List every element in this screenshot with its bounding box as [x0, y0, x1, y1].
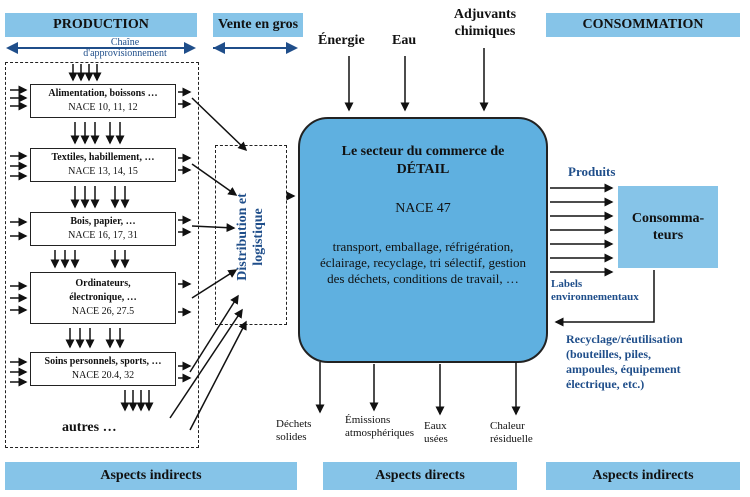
sector-box-textiles: Textiles, habillement, … NACE 13, 14, 15	[30, 148, 176, 182]
indirect-aspects-left-banner: Aspects indirects	[5, 462, 297, 490]
sector-nace: NACE 20.4, 32	[71, 370, 135, 381]
sector-box-electronics: Ordinateurs, électronique, … NACE 26, 27.…	[30, 272, 176, 324]
residual-heat-label: Chaleur résiduelle	[490, 420, 533, 445]
electronics-to-distribution-arrow	[191, 269, 238, 299]
emissions-label: Émissions atmosphériques	[345, 414, 415, 439]
sector-box-personal-care: Soins personnels, sports, … NACE 20.4, 32	[30, 352, 176, 386]
sector-title: Alimentation, boissons …	[48, 88, 158, 99]
eco-labels-label: Labels environnementaux	[551, 278, 639, 303]
recycling-label: Recyclage/réutilisation (bouteilles, pil…	[566, 332, 683, 391]
consumption-banner: CONSOMMATION	[546, 13, 740, 37]
textiles-to-distribution-arrow	[191, 163, 238, 196]
solid-waste-label: Déchets solides	[276, 418, 312, 443]
others-label: autres …	[62, 420, 117, 435]
direct-aspects-banner: Aspects directs	[323, 462, 517, 490]
sector-title: Textiles, habillement, …	[51, 152, 155, 163]
sector-nace: NACE 26, 27.5	[71, 306, 135, 317]
supply-chain-label: Chaîne d'approvisionnement	[83, 37, 167, 59]
additives-label: Adjuvants chimiques	[453, 7, 517, 39]
sector-nace: NACE 16, 17, 31	[68, 230, 138, 241]
production-banner: PRODUCTION	[5, 13, 197, 37]
sector-nace: NACE 10, 11, 12	[68, 102, 138, 113]
energy-label: Énergie	[318, 33, 365, 48]
personal-to-distribution-arrow-2	[189, 320, 247, 431]
food-to-distribution-arrow	[191, 97, 248, 152]
wood-to-distribution-arrow	[191, 223, 236, 233]
sector-title: Soins personnels, sports, …	[44, 356, 162, 367]
sector-nace: NACE 13, 14, 15	[68, 166, 138, 177]
retail-title: Le secteur du commerce de DÉTAIL	[341, 144, 505, 177]
production-frame	[5, 62, 199, 448]
retail-sector-box: Le secteur du commerce de DÉTAIL NACE 47…	[298, 117, 548, 363]
consumers-box: Consomma-teurs	[618, 186, 718, 268]
wastewater-label: Eaux usées	[424, 420, 448, 445]
sector-box-wood: Bois, papier, … NACE 16, 17, 31	[30, 212, 176, 246]
sector-box-food: Alimentation, boissons … NACE 10, 11, 12	[30, 84, 176, 118]
distribution-frame	[215, 145, 287, 325]
products-label: Produits	[568, 164, 616, 179]
indirect-aspects-right-banner: Aspects indirects	[546, 462, 740, 490]
retail-activities: transport, emballage, réfrigération, écl…	[319, 239, 527, 286]
others-to-distribution-arrow	[169, 308, 243, 419]
sector-title: Ordinateurs, électronique, …	[69, 278, 137, 303]
wholesale-banner: Vente en gros	[213, 13, 303, 37]
personal-to-distribution-arrow-1	[189, 294, 239, 373]
sector-title: Bois, papier, …	[70, 216, 136, 227]
retail-nace: NACE 47	[395, 201, 451, 216]
recycling-return-arrow	[554, 270, 655, 327]
water-label: Eau	[392, 33, 417, 48]
